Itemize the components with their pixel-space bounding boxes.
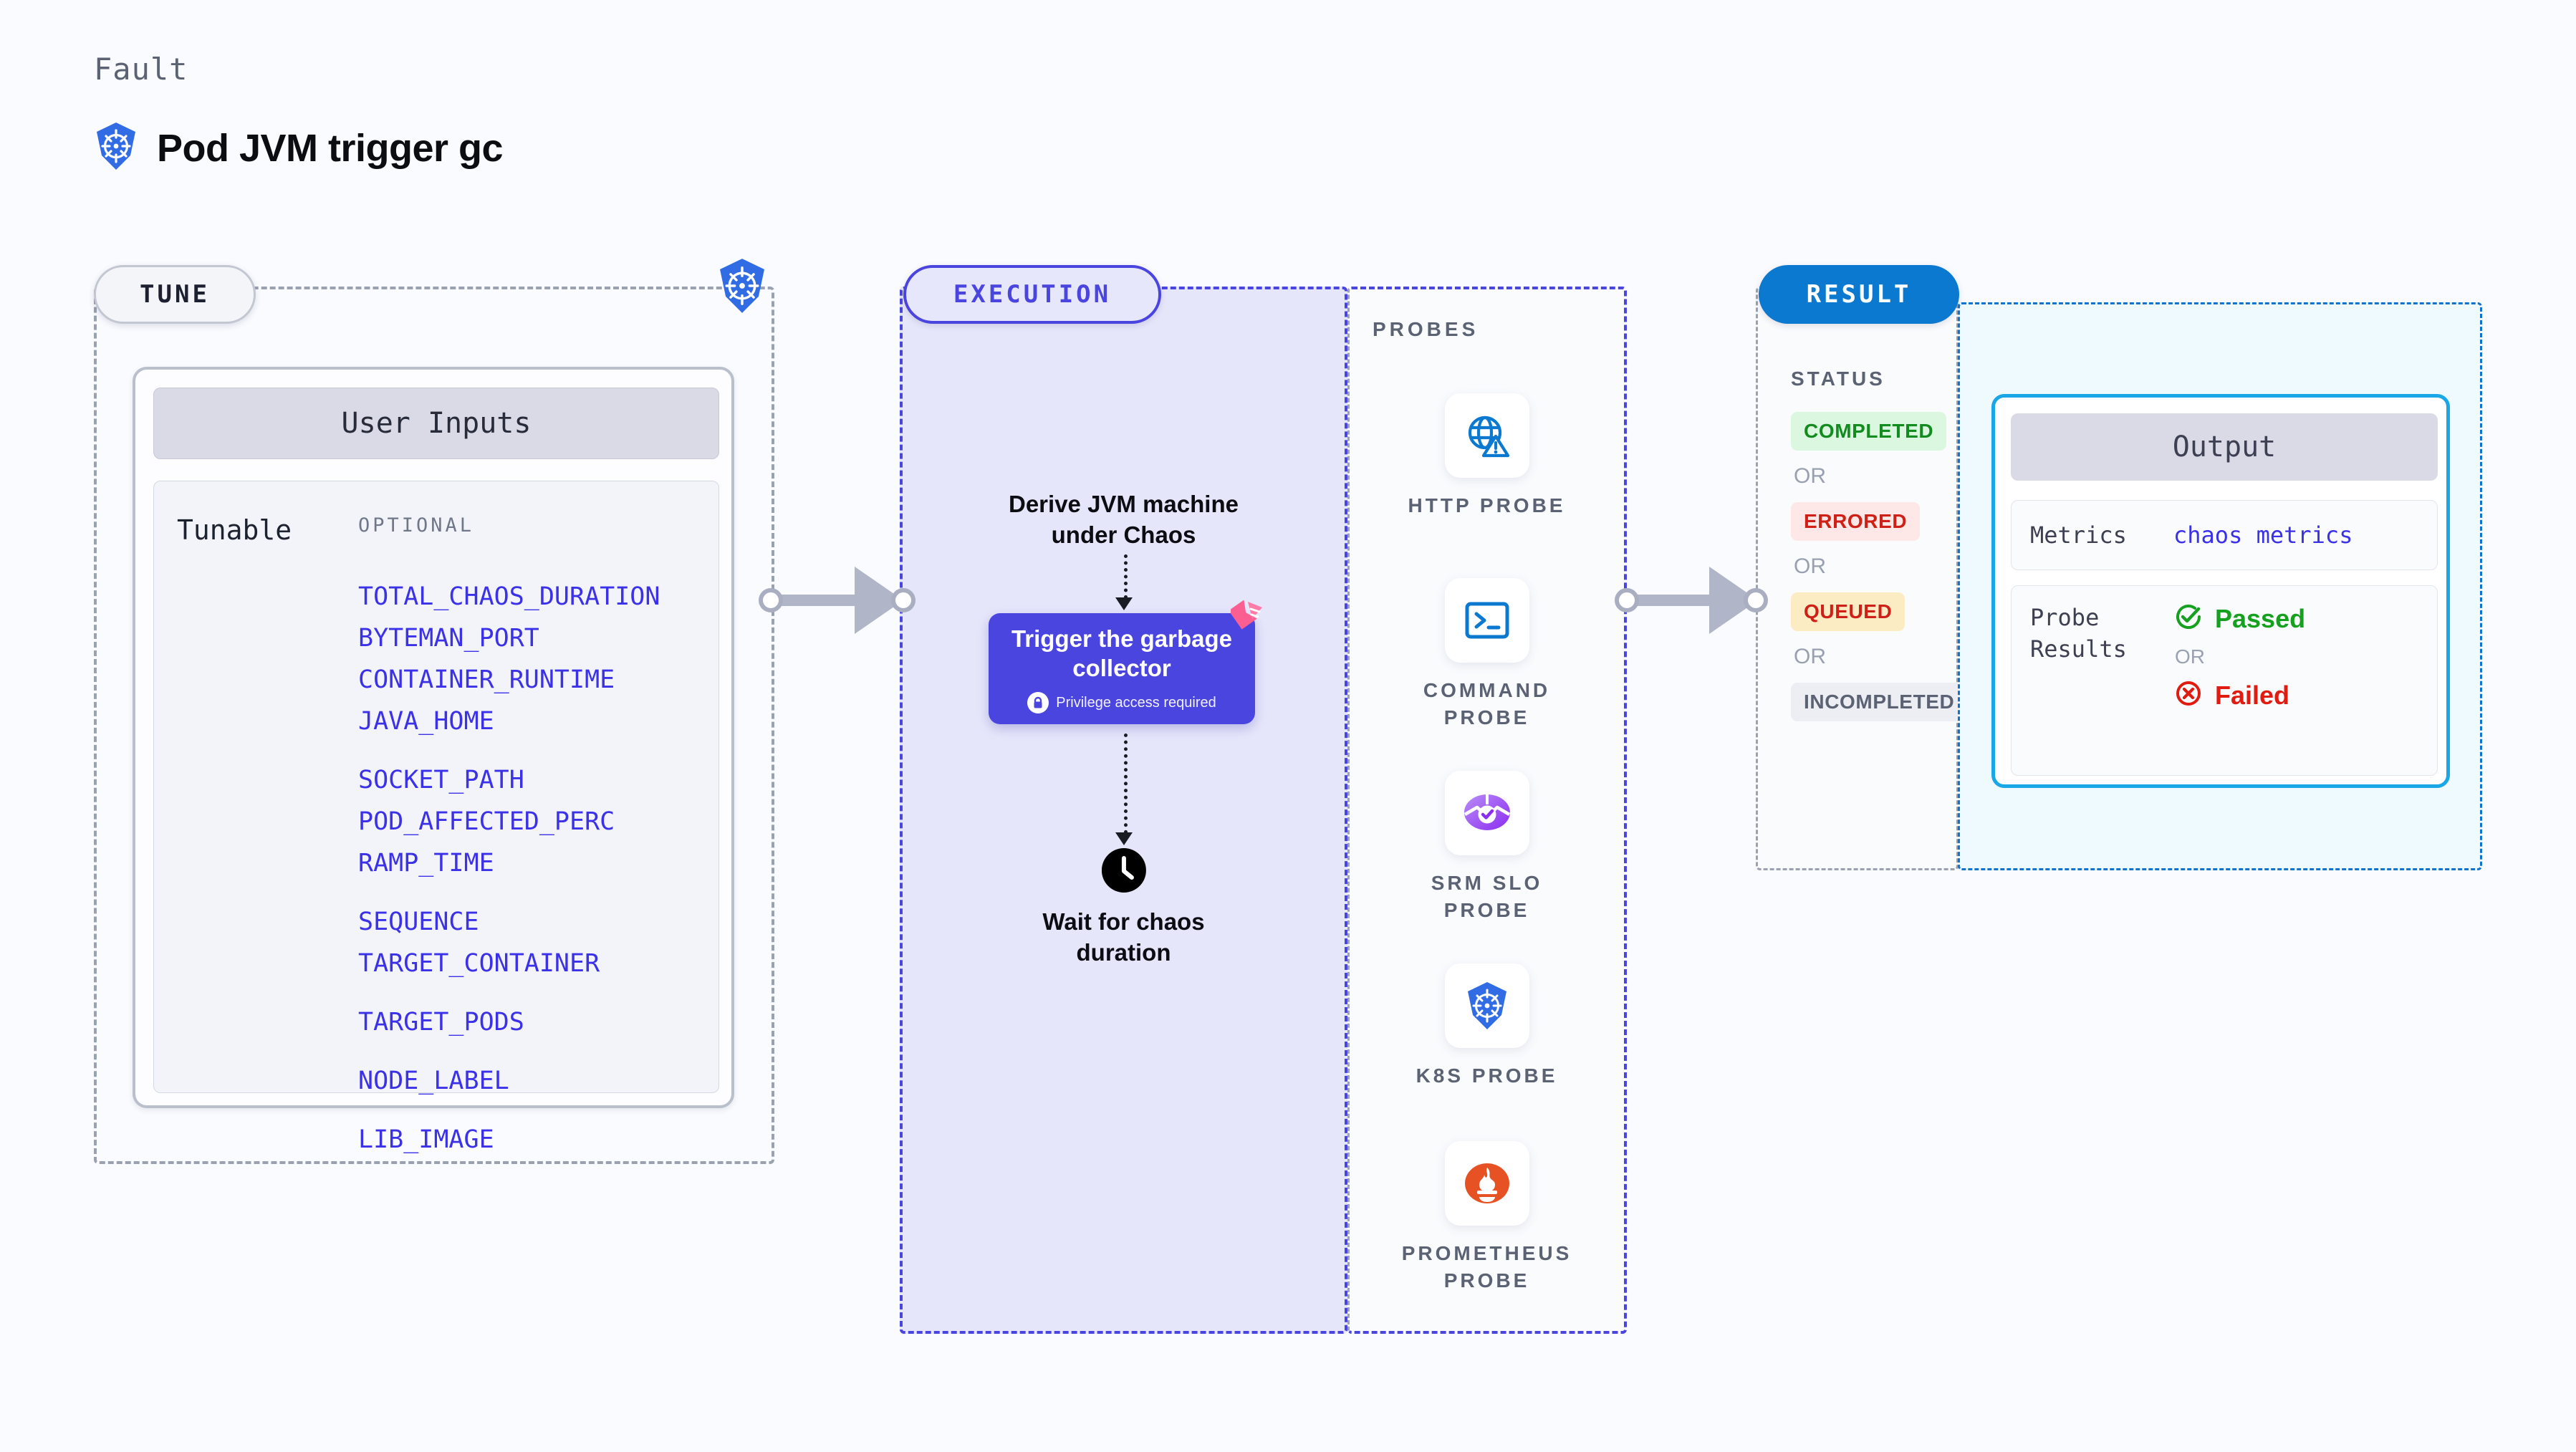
status-or-label: OR [1794, 464, 1826, 488]
output-metrics-row: Metrics chaos metrics [2011, 500, 2438, 570]
status-panel: STATUS COMPLETED OR ERRORED OR QUEUED OR INCOM… [1756, 287, 1968, 870]
probe-http[interactable]: HTTP PROBE [1350, 393, 1624, 519]
kubernetes-icon [1444, 963, 1529, 1048]
flow-line-1 [1123, 554, 1128, 599]
check-circle-icon [2173, 602, 2203, 635]
user-inputs-header: User Inputs [153, 388, 719, 459]
flow-arrow-2 [1115, 832, 1133, 845]
output-header: Output [2011, 413, 2438, 481]
probe-result-failed: Failed [2173, 678, 2305, 712]
probe-k8s[interactable]: K8S PROBE [1350, 963, 1624, 1090]
tunable-item[interactable]: POD_AFFECTED_PERC [358, 807, 615, 836]
tab-execution[interactable]: EXECUTION [903, 265, 1161, 324]
x-circle-icon [2173, 678, 2203, 712]
globe-alert-icon [1444, 393, 1529, 478]
status-or-label: OR [1794, 645, 1826, 668]
tunable-item[interactable]: LIB_IMAGE [358, 1125, 494, 1154]
probe-http-label: HTTP PROBE [1408, 494, 1566, 516]
user-inputs-card: User Inputs Tunable OPTIONAL TOTAL_CHAOS… [133, 367, 734, 1154]
status-badge: QUEUED [1791, 592, 1905, 631]
probe-result-passed-label: Passed [2215, 603, 2306, 633]
page-title: Pod JVM trigger gc [157, 126, 504, 170]
output-metrics-value[interactable]: chaos metrics [2173, 521, 2353, 549]
privilege-note-text: Privilege access required [1056, 694, 1216, 711]
tune-panel [94, 287, 774, 1164]
status-badge: INCOMPLETED [1791, 683, 1968, 721]
probe-result-failed-label: Failed [2215, 680, 2290, 710]
tab-result[interactable]: RESULT [1759, 265, 1959, 324]
tunable-item[interactable]: SOCKET_PATH [358, 766, 524, 794]
tunable-item[interactable]: TARGET_PODS [358, 1008, 524, 1037]
probe-result-passed: Passed [2173, 602, 2305, 635]
tunable-row-label: Tunable [177, 514, 292, 546]
tunable-group-label: OPTIONAL [358, 514, 475, 537]
terminal-icon [1444, 578, 1529, 663]
output-probe-results-values: Passed OR Failed [2173, 602, 2305, 712]
tunable-item[interactable]: NODE_LABEL [358, 1067, 509, 1095]
privilege-note: Privilege access required [1027, 692, 1216, 713]
tunable-item[interactable]: JAVA_HOME [358, 707, 494, 736]
tune-kubernetes-badge-icon [716, 258, 768, 317]
ribbon-icon [1229, 600, 1264, 634]
probes-panel: PROBES HTTP PROBE [1347, 287, 1627, 1334]
probe-result-or: OR [2175, 645, 2205, 668]
probe-k8s-label: K8S PROBE [1416, 1064, 1558, 1087]
tunable-item[interactable]: CONTAINER_RUNTIME [358, 665, 615, 694]
status-badge: ERRORED [1791, 502, 1921, 541]
status-or-label: OR [1794, 554, 1826, 578]
status-title: STATUS [1791, 367, 1885, 390]
prometheus-icon [1444, 1141, 1529, 1226]
page-title-row: Pod JVM trigger gc [94, 122, 504, 174]
tunable-item[interactable]: SEQUENCE [358, 908, 479, 936]
flow-arrow-1 [1115, 597, 1133, 610]
tunable-item[interactable]: RAMP_TIME [358, 849, 494, 878]
status-list: COMPLETED OR ERRORED OR QUEUED OR INCOMPLETED [1791, 412, 1968, 721]
flow-line-2 [1123, 734, 1128, 834]
page-eyebrow: Fault [94, 52, 188, 87]
status-badge: COMPLETED [1791, 412, 1947, 451]
tunable-list: TOTAL_CHAOS_DURATION BYTEMAN_PORT CONTAINE… [358, 576, 660, 1160]
tunable-section: Tunable OPTIONAL TOTAL_CHAOS_DURATION BYT… [153, 481, 719, 1154]
output-metrics-key: Metrics [2030, 521, 2127, 549]
probes-title: PROBES [1373, 318, 1479, 340]
tunable-item[interactable]: TARGET_CONTAINER [358, 949, 600, 978]
tab-tune[interactable]: TUNE [94, 265, 256, 324]
lock-icon [1027, 692, 1049, 713]
tunable-item[interactable]: TOTAL_CHAOS_DURATION [358, 582, 660, 611]
clock-icon [1101, 848, 1146, 896]
tunable-item[interactable]: BYTEMAN_PORT [358, 624, 539, 653]
kubernetes-icon [94, 122, 138, 174]
srm-slo-icon [1444, 771, 1529, 855]
